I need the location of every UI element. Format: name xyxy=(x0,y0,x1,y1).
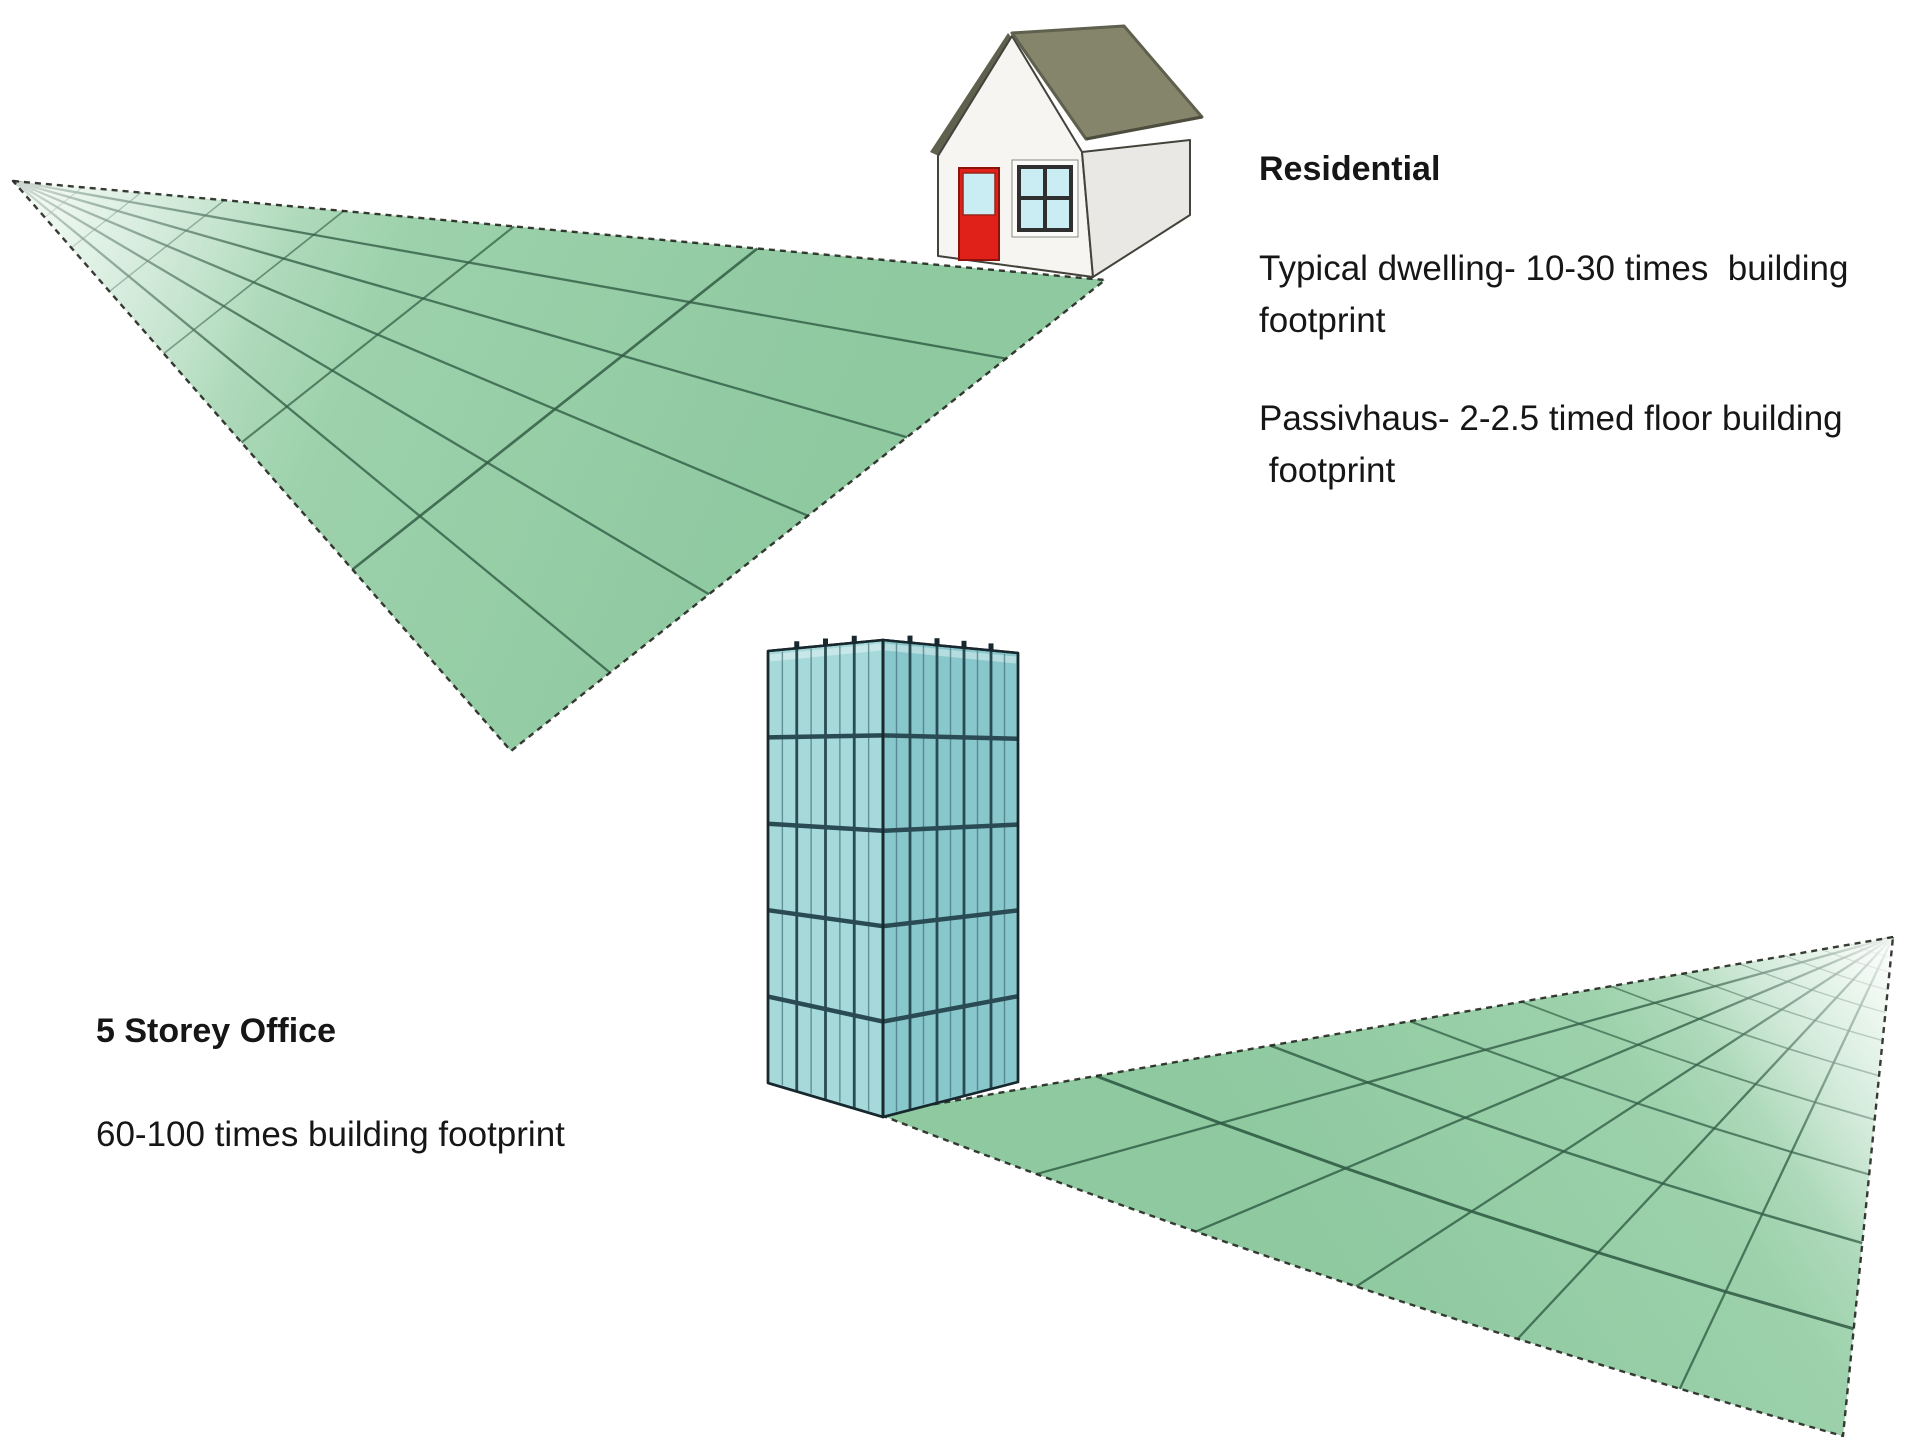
house-eave-line xyxy=(1085,115,1203,141)
office-tower-illustration xyxy=(766,635,1020,1119)
office-footprint-line: 60-100 times building footprint xyxy=(96,1115,565,1154)
typical-dwelling-line: Typical dwelling- 10-30 times building xyxy=(1259,249,1849,288)
passivhaus-line: Passivhaus- 2-2.5 timed floor building xyxy=(1259,399,1843,438)
office-heading: 5 Storey Office xyxy=(96,1012,336,1050)
passivhaus-line2: footprint xyxy=(1259,451,1396,490)
house-window-panes xyxy=(1021,169,1069,228)
house-illustration xyxy=(930,24,1204,278)
house-door-window xyxy=(962,172,996,216)
residential-land-grid xyxy=(11,179,1107,753)
residential-heading: Residential xyxy=(1259,150,1441,188)
typical-dwelling-line2: footprint xyxy=(1259,301,1386,340)
house-side-wall xyxy=(1081,139,1191,278)
office-land-grid xyxy=(876,935,1895,1438)
